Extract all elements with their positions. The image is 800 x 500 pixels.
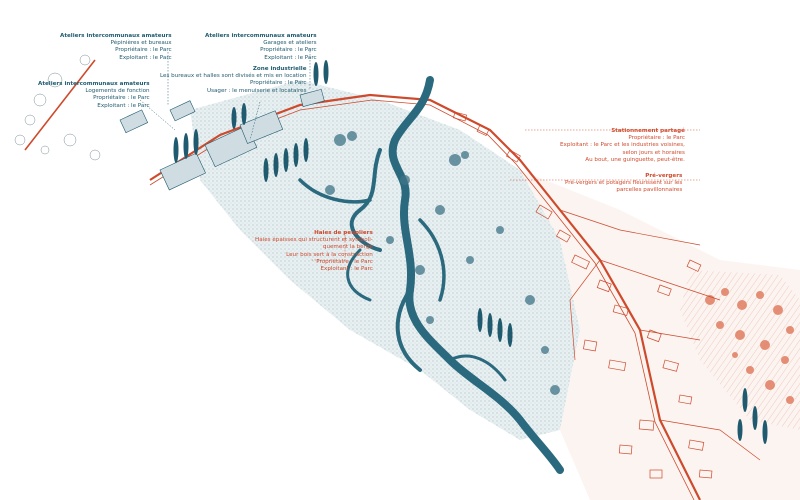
town-buildings	[453, 111, 713, 479]
main-road	[149, 93, 701, 500]
meadow-area	[190, 80, 580, 440]
annotation-title: Ateliers intercommunaux amateurs	[205, 33, 317, 39]
annotation-title: Stationnement partagé	[611, 128, 685, 134]
side-streets	[559, 209, 761, 461]
annotation-ateliers-housing: Ateliers intercommunaux amateurs Logemen…	[38, 81, 150, 109]
orchard-trees	[705, 288, 794, 404]
annotation-title: Pré-vergers	[645, 173, 683, 179]
annotation-haies-peupliers: Haies de peupliers Haies épaisses qui st…	[255, 230, 373, 273]
town-area	[520, 170, 800, 500]
annotation-stationnement-partage: Stationnement partagé Propriétaire : le …	[560, 128, 685, 163]
poplar-hedges	[173, 60, 768, 444]
annotation-title: Haies de peupliers	[314, 230, 373, 236]
annotation-pre-vergers: Pré-vergers Pré-vergers et potagers fleu…	[565, 173, 683, 194]
railway	[24, 59, 96, 151]
meadow-tree-clumps	[325, 131, 560, 395]
annotation-title: Zone industrielle	[252, 66, 307, 72]
left-edge-trees	[14, 54, 101, 161]
industrial-buildings	[119, 88, 325, 191]
annotation-ateliers-nurseries: Ateliers intercommunaux amateurs Pépiniè…	[60, 33, 172, 61]
annotation-zone-industrielle: Zone industrielle Les bureaux et halles …	[160, 66, 307, 94]
river	[298, 76, 564, 474]
annotation-title: Ateliers intercommunaux amateurs	[38, 81, 150, 87]
annotation-title: Ateliers intercommunaux amateurs	[60, 33, 172, 39]
leader-lines	[139, 48, 700, 261]
annotation-ateliers-garages: Ateliers intercommunaux amateurs Garages…	[205, 33, 317, 61]
